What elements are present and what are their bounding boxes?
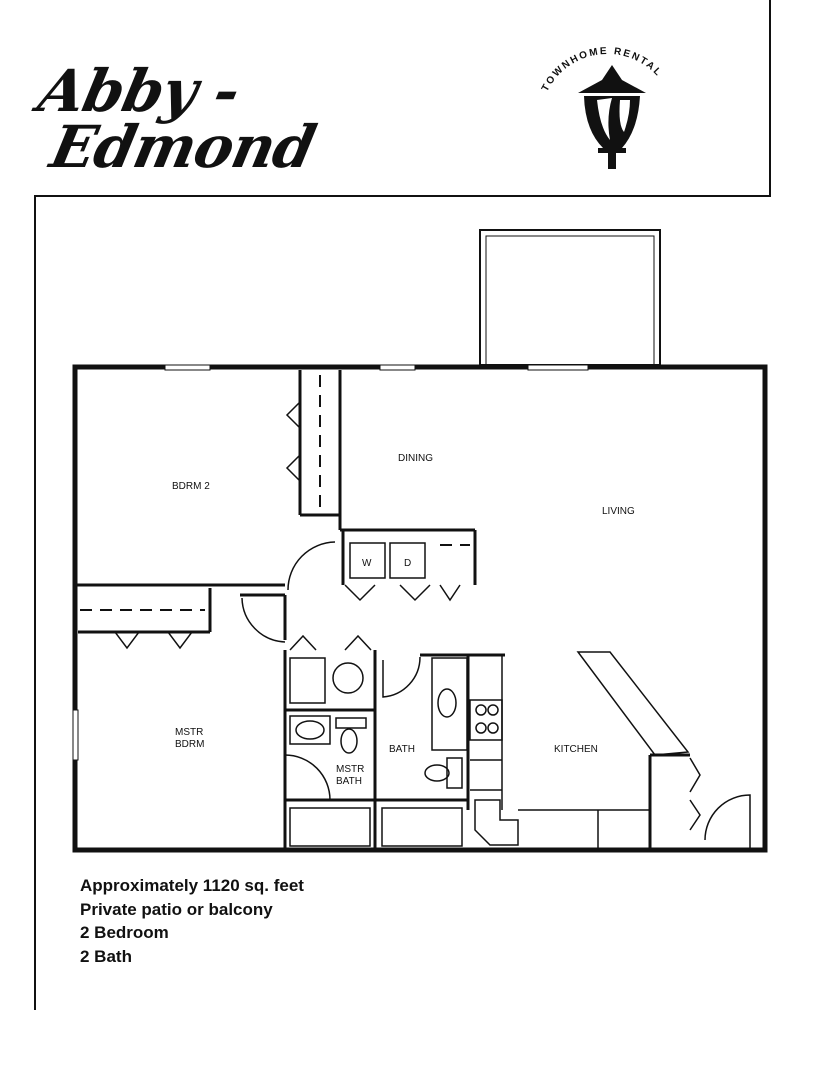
dryer bbox=[389, 542, 426, 579]
page-frame bbox=[34, 0, 771, 1010]
label-mstr-bath: BATH bbox=[336, 776, 362, 787]
label-washer: W bbox=[362, 558, 372, 569]
label-mstr-bdrm: BDRM bbox=[175, 739, 204, 750]
label-dining: DINING bbox=[398, 453, 433, 464]
fixtures bbox=[289, 542, 690, 850]
label-mstr-bath: MSTR bbox=[336, 764, 364, 775]
room-labels: BDRM 2 DINING LIVING W D MSTR BDRM MSTR … bbox=[172, 453, 635, 787]
features-list: Approximately 1120 sq. feet Private pati… bbox=[80, 874, 304, 968]
label-bath: BATH bbox=[389, 744, 415, 755]
townhome-rental-logo: TOWNHOME RENTAL bbox=[540, 46, 662, 169]
label-dryer: D bbox=[404, 558, 411, 569]
feature-sqft: Approximately 1120 sq. feet bbox=[80, 876, 304, 895]
feature-bedrooms: 2 Bedroom bbox=[80, 923, 169, 942]
label-bdrm2: BDRM 2 bbox=[172, 481, 210, 492]
label-living: LIVING bbox=[602, 506, 635, 517]
label-kitchen: KITCHEN bbox=[554, 744, 598, 755]
feature-baths: 2 Bath bbox=[80, 946, 132, 966]
exterior-walls bbox=[72, 364, 768, 853]
patio bbox=[479, 229, 661, 366]
title-line-1: Abby - bbox=[32, 57, 246, 125]
doors bbox=[114, 401, 751, 850]
closet-dashed-lines bbox=[80, 375, 470, 611]
label-mstr-bdrm: MSTR bbox=[175, 727, 203, 738]
title-line-2: Edmond bbox=[44, 113, 321, 181]
feature-patio: Private patio or balcony bbox=[80, 899, 273, 919]
washer bbox=[349, 542, 386, 579]
